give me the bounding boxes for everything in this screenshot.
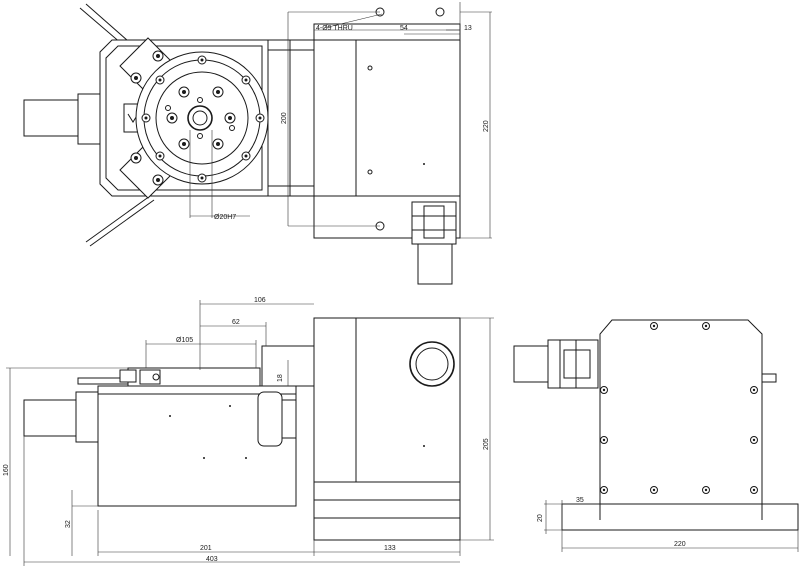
front-view: 106 62 Ø105 18 160 32 205 201 133 403 [3, 297, 494, 566]
motor-shaft-bottom [417, 243, 453, 285]
dim-220-top: 220 [483, 120, 490, 132]
dim-62: 62 [232, 319, 240, 326]
dim-403: 403 [206, 556, 218, 563]
side-bolts [600, 322, 758, 494]
top-view: 4-Ø9 THRU 54 13 200 220 Ø20H7 [23, 2, 492, 285]
dim-200: 200 [281, 112, 288, 124]
hole-callout: 4-Ø9 THRU [316, 25, 353, 32]
front-flange-left [75, 391, 99, 443]
side-housing [599, 319, 763, 505]
side-base [561, 503, 799, 531]
rotary-table-face [155, 71, 249, 165]
front-motor-housing [313, 317, 461, 541]
dim-bore: Ø20H7 [214, 214, 236, 221]
front-handle [257, 391, 283, 447]
dim-105: Ø105 [176, 337, 193, 344]
rod-lower-edge [89, 199, 155, 247]
dim-35: 35 [576, 497, 584, 504]
side-view: 35 20 220 [513, 319, 799, 552]
motor-flange-left [77, 93, 101, 145]
front-motor-port [409, 341, 455, 387]
mount-hole-2 [435, 7, 445, 17]
dim-13: 13 [464, 25, 472, 32]
dim-32: 32 [65, 520, 72, 528]
dim-54: 54 [400, 25, 408, 32]
front-shaft-left [23, 399, 77, 437]
side-stub [761, 373, 777, 383]
dim-106: 106 [254, 297, 266, 304]
dim-220-side: 220 [674, 541, 686, 548]
gearbox-column [267, 39, 315, 197]
outer-bolt-ring [141, 55, 265, 183]
rotary-base-inner [105, 45, 263, 191]
inner-holes [165, 86, 236, 150]
dim-201: 201 [200, 545, 212, 552]
rod-lower [85, 195, 151, 243]
dim-18: 18 [277, 374, 284, 382]
dim-160: 160 [3, 464, 10, 476]
encoder-housing [411, 201, 457, 245]
dim-20: 20 [537, 514, 544, 522]
motor-shaft-left [23, 99, 79, 137]
dim-205: 205 [483, 438, 490, 450]
center-bore [187, 105, 213, 131]
dim-133: 133 [384, 545, 396, 552]
side-shaft [513, 345, 549, 383]
